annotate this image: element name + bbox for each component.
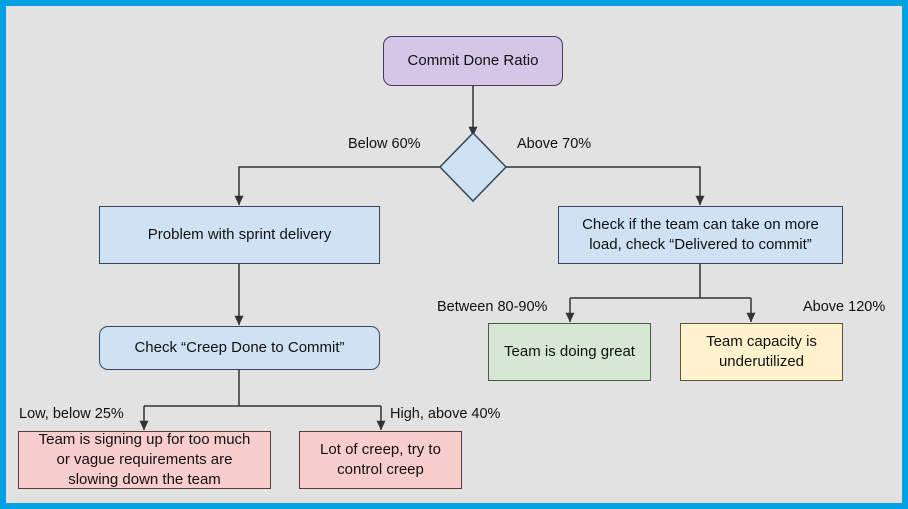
edge-label-low-below-25: Low, below 25% — [19, 406, 124, 422]
node-label-line-1: Lot of creep, try to — [320, 440, 441, 458]
node-problem-with-sprint-delivery[interactable]: Problem with sprint delivery — [99, 206, 380, 264]
node-team-is-doing-great[interactable]: Team is doing great — [488, 323, 651, 381]
decision-diamond[interactable] — [438, 131, 508, 203]
node-label-line-2: underutilized — [718, 353, 805, 370]
connector-layer — [139, 86, 756, 431]
edge-decision-to-check-load — [505, 166, 705, 206]
node-team-capacity-underutilized[interactable]: Team capacity is underutilized — [680, 323, 843, 381]
node-label: Lot of creep, try to control creep — [320, 440, 441, 481]
node-label-line-2: load, check “Delivered to commit” — [589, 236, 812, 253]
node-commit-done-ratio[interactable]: Commit Done Ratio — [383, 36, 563, 86]
edge-label-above-70: Above 70% — [517, 136, 592, 152]
node-team-signing-up-too-much[interactable]: Team is signing up for too much or vague… — [18, 431, 271, 489]
node-check-team-load[interactable]: Check if the team can take on more load,… — [558, 206, 843, 264]
node-label: Team is signing up for too much or vague… — [39, 430, 251, 491]
node-label-line-2: control creep — [337, 461, 424, 478]
edge-label-below-60: Below 60% — [348, 136, 421, 152]
node-label-line-3: slowing down the team — [68, 471, 221, 489]
edge-label-high-above-40: High, above 40% — [390, 406, 501, 422]
node-lot-of-creep[interactable]: Lot of creep, try to control creep — [299, 431, 462, 489]
node-label: Team is doing great — [504, 342, 635, 360]
node-label-line-1: Check if the team can take on more — [582, 215, 819, 233]
edge-label-between-80-90: Between 80-90% — [437, 299, 548, 315]
edge-label-above-120: Above 120% — [803, 299, 886, 315]
node-label: Check “Creep Done to Commit” — [134, 338, 345, 356]
node-check-creep-done-to-commit[interactable]: Check “Creep Done to Commit” — [99, 326, 380, 370]
node-label-line-1: Team capacity is — [706, 332, 817, 350]
node-label: Commit Done Ratio — [407, 51, 539, 69]
node-label: Check if the team can take on more load,… — [582, 215, 819, 256]
edge-decision-to-problem — [234, 166, 441, 206]
node-label: Team capacity is underutilized — [706, 332, 817, 373]
node-label: Problem with sprint delivery — [147, 225, 332, 243]
node-label-line-1: Team is signing up for too much — [38, 430, 251, 448]
node-label-line-2: or vague requirements are — [56, 450, 233, 468]
